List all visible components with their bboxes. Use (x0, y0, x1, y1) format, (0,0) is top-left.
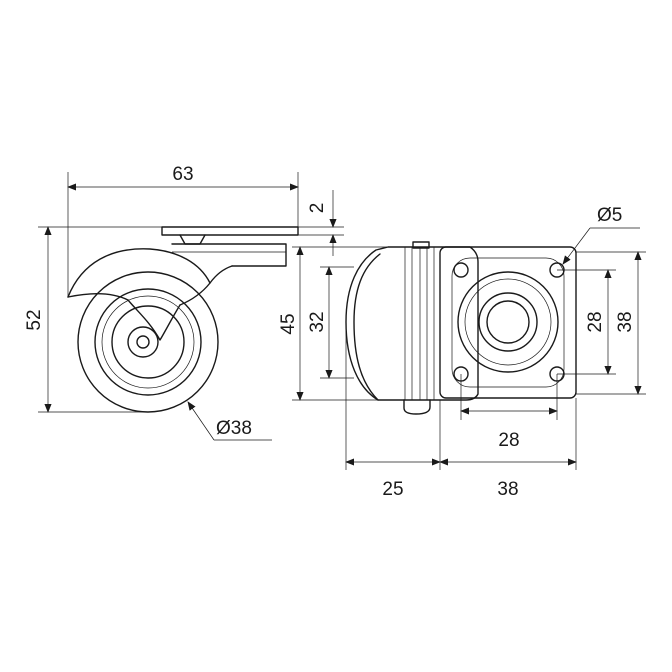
dim-plate-width: 38 (439, 398, 577, 500)
dim-hole-spacing-horizontal: 28 (460, 374, 558, 451)
dim-plate-height: 38 (576, 251, 646, 395)
dim-plate-width-label: 38 (497, 479, 518, 500)
dim-height-inner: 32 (307, 266, 354, 379)
axle-nub (403, 399, 431, 415)
square-plate (439, 246, 577, 399)
dim-width-overall: 63 (67, 164, 299, 297)
dim-plate-thickness: 2 (298, 190, 344, 256)
dim-hole-diameter: Ø5 (562, 205, 640, 265)
dim-hole-spacing-vertical: 28 (557, 269, 616, 375)
dim-hole-diameter-label: Ø5 (597, 205, 622, 226)
swivel-neck (179, 234, 206, 245)
dim-height-side-label: 45 (278, 313, 299, 334)
dim-height-overall: 52 (24, 226, 162, 413)
yoke-bar (171, 243, 287, 267)
axle (136, 335, 150, 349)
dim-wheel-diameter-label: Ø38 (216, 418, 252, 439)
swivel-bearing (457, 271, 559, 373)
dim-offset-label: 25 (382, 479, 403, 500)
dim-height-side: 45 (278, 246, 388, 401)
dim-height-overall-label: 52 (24, 309, 45, 330)
dim-offset: 25 (345, 330, 441, 500)
dim-plate-height-label: 38 (615, 311, 636, 332)
dim-hole-spacing-vertical-label: 28 (585, 311, 606, 332)
dim-height-inner-label: 32 (307, 311, 328, 332)
side-view (67, 226, 299, 413)
dim-wheel-diameter: Ø38 (187, 401, 272, 441)
dim-width-overall-label: 63 (172, 164, 193, 185)
fork-hood (67, 248, 233, 298)
dim-hole-spacing-horizontal-label: 28 (498, 430, 519, 451)
wheel-rim (94, 288, 202, 396)
dim-plate-thickness-label: 2 (307, 203, 328, 214)
bolt-hole (453, 262, 469, 278)
mounting-plate (161, 226, 299, 236)
